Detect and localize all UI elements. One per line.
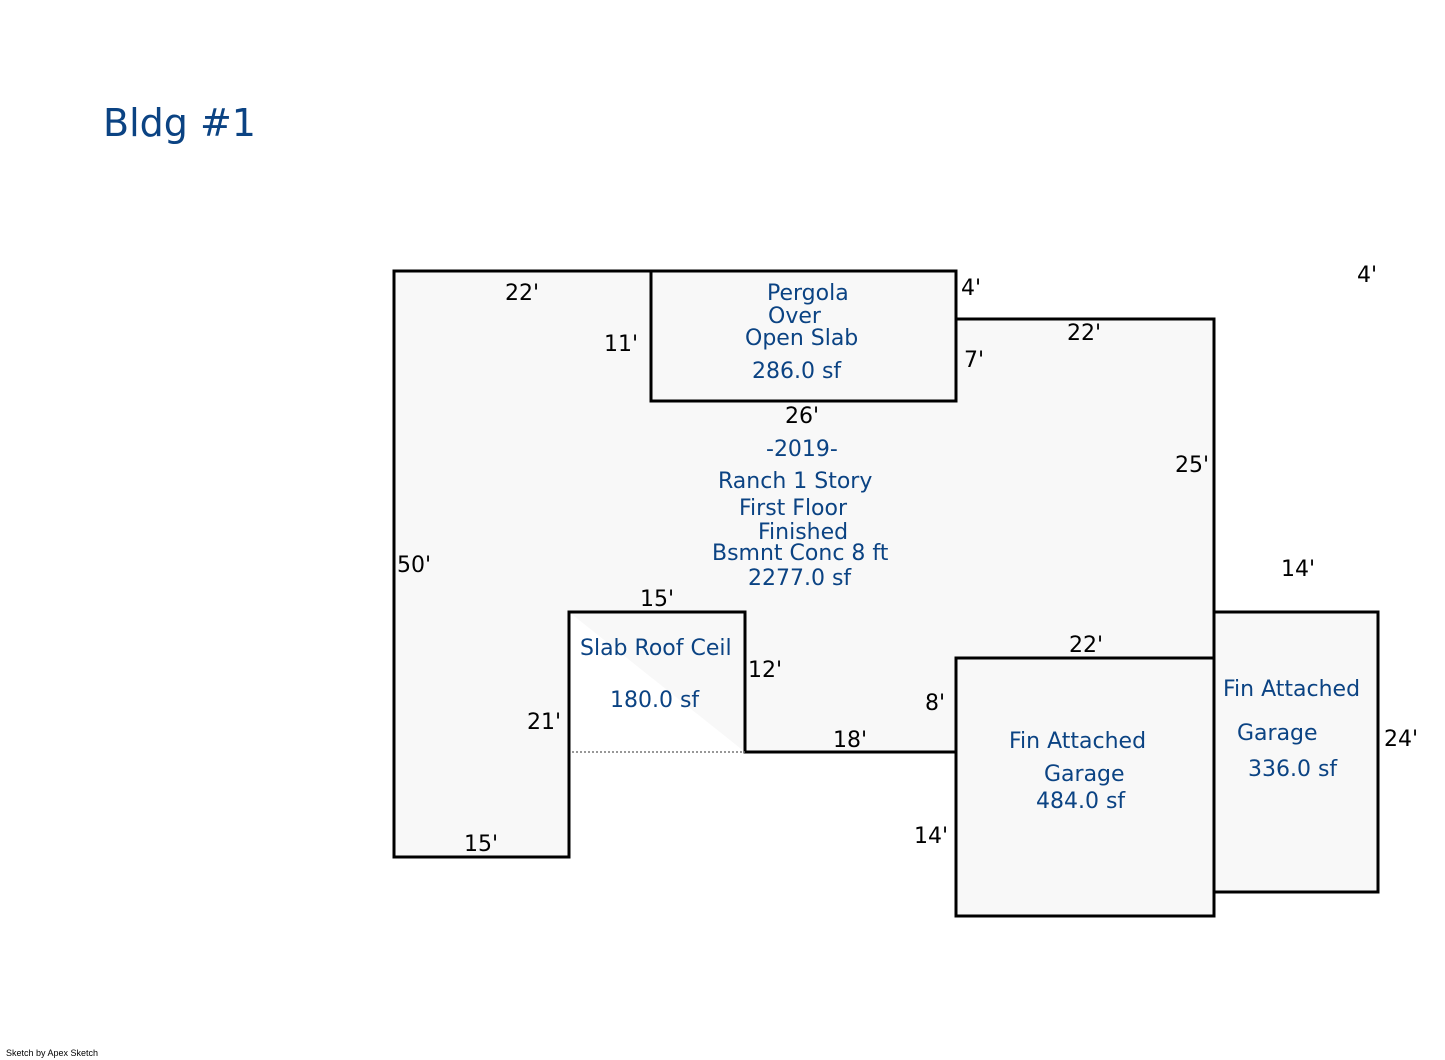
pergola-over: Over [768, 304, 822, 329]
dim-right-offset: 7' [964, 348, 984, 373]
garage-2-label: Fin Attached [1223, 677, 1360, 702]
dim-main-left: 50' [397, 553, 431, 578]
dim-notch-bottom: 18' [833, 728, 867, 753]
slab-roof-label: Slab Roof Ceil [580, 636, 732, 661]
main-area-type: Ranch 1 Story [718, 469, 872, 494]
slab-roof-outline [569, 610, 747, 752]
garage-1-garage: Garage [1044, 762, 1125, 787]
dim-main-bottom: 15' [464, 832, 498, 857]
dim-main-right: 25' [1175, 453, 1209, 478]
dim-upper-right-top: 22' [1067, 321, 1101, 346]
dim-garage1-top: 22' [1069, 633, 1103, 658]
dim-garage1-left: 14' [914, 824, 948, 849]
slab-roof-size: 180.0 sf [610, 688, 700, 713]
pergola-outline [649, 269, 958, 403]
dim-garage-left-step: 8' [925, 691, 945, 716]
dim-slab-right: 12' [748, 658, 782, 683]
dim-garage2-right: 24' [1384, 727, 1418, 752]
main-area-finished: Finished [758, 520, 848, 545]
garage-1-label: Fin Attached [1009, 729, 1146, 754]
dim-slab-top: 15' [640, 587, 674, 612]
garage-2-garage: Garage [1237, 721, 1318, 746]
main-area-size: 2277.0 sf [748, 566, 852, 591]
sketch-credit: Sketch by Apex Sketch [6, 1048, 99, 1058]
dim-main-inner-left: 21' [527, 710, 561, 735]
main-area-floor: First Floor [739, 496, 848, 521]
garage-2-outline [1212, 610, 1380, 894]
dim-pergola-bottom: 26' [785, 404, 819, 429]
main-area-year: -2019- [766, 437, 838, 462]
pergola-label: Pergola [767, 281, 849, 306]
pergola-size: 286.0 sf [752, 359, 842, 384]
dim-main-top: 22' [505, 281, 539, 306]
pergola-open-slab: Open Slab [745, 326, 858, 351]
dim-garage2-top: 14' [1281, 557, 1315, 582]
garage-1-outline [954, 656, 1216, 918]
garage-2-size: 336.0 sf [1248, 757, 1338, 782]
dim-far-right-corner: 4' [1357, 263, 1377, 288]
garage-1-size: 484.0 sf [1036, 789, 1126, 814]
dim-pergola-left: 11' [604, 332, 638, 357]
dim-pergola-right-top: 4' [961, 276, 981, 301]
building-title: Bldg #1 [103, 101, 256, 145]
main-area-basement: Bsmnt Conc 8 ft [712, 541, 889, 566]
